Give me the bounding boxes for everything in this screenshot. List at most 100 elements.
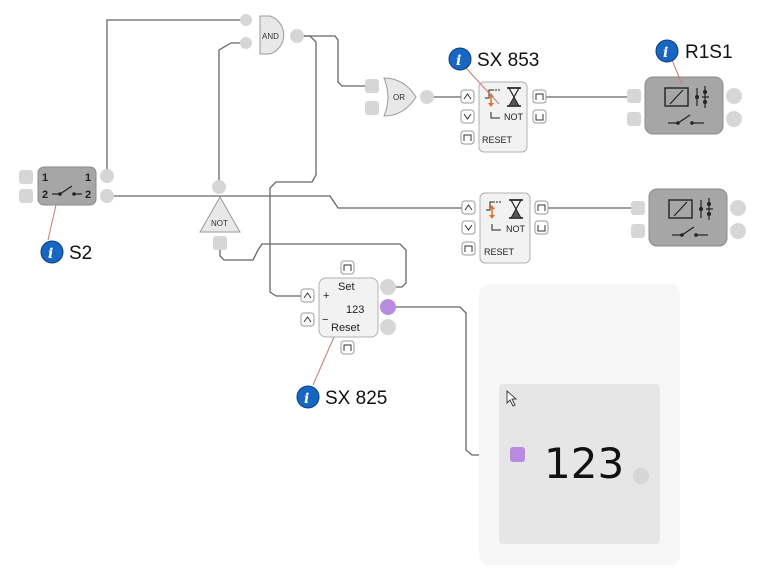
and-input-1-port[interactable] (240, 14, 252, 26)
not-input-port[interactable] (212, 180, 226, 194)
s2-output-port-1[interactable] (100, 169, 114, 183)
timer-top-in-rising-port[interactable] (460, 89, 475, 104)
relay-bottom[interactable] (631, 188, 746, 247)
counter-value: 123 (346, 304, 364, 316)
pulse-icon (535, 93, 544, 100)
counter-bottom-port[interactable] (340, 340, 355, 355)
or-gate-body[interactable] (383, 77, 417, 117)
wire-not-out-to-counter[interactable] (219, 243, 407, 288)
relay-contact-icon (668, 114, 704, 125)
relay-coil-icon (668, 198, 713, 220)
wire-not-to-and[interactable] (218, 42, 247, 187)
relay-bottom-in-port-1[interactable] (631, 201, 645, 215)
switch-s2[interactable]: 1 2 1 2 (19, 166, 114, 206)
counter-sx825[interactable]: Set + 123 − Reset (300, 260, 396, 355)
timer-bottom-out-inv-port[interactable] (534, 220, 549, 235)
timer-top-reset: RESET (482, 135, 513, 145)
info-glyph: i (48, 246, 53, 262)
timer-top-label: SX 853 (477, 50, 539, 71)
and-output-port[interactable] (290, 29, 304, 43)
falling-edge-icon (464, 224, 473, 231)
pulse-inverted-icon (535, 114, 544, 121)
counter-reset: Reset (331, 322, 360, 334)
info-icon[interactable] (655, 39, 679, 63)
counter-minus: − (322, 314, 328, 326)
timer-top-in-reset-port[interactable] (460, 130, 475, 145)
timer-bottom-in-falling-port[interactable] (461, 220, 476, 235)
or-input-2-port[interactable] (365, 101, 379, 115)
rising-edge-icon (464, 204, 473, 211)
wire-and-to-counter[interactable] (269, 35, 317, 297)
timer-top-not: NOT (504, 112, 524, 122)
counter-down-port[interactable] (300, 312, 315, 327)
counter-top-port[interactable] (340, 260, 355, 275)
s2-left-port-1[interactable] (19, 170, 33, 184)
relay-top-out-port-2[interactable] (726, 111, 742, 127)
timer-bottom-out-port[interactable] (534, 200, 549, 215)
relay-top-in-port-2[interactable] (627, 112, 641, 126)
relay-top-info[interactable]: i R1S1 (655, 39, 733, 85)
s2-left-port-2[interactable] (19, 189, 33, 203)
falling-edge-icon (463, 113, 472, 120)
timer-bottom-in-reset-port[interactable] (461, 241, 476, 256)
info-glyph: i (663, 45, 668, 61)
wire-s2-main[interactable] (107, 195, 468, 209)
relay-top-out-port-1[interactable] (726, 88, 742, 104)
not-gate[interactable]: NOT (199, 180, 241, 250)
display-screen[interactable] (499, 384, 660, 544)
display-input-port[interactable] (510, 447, 525, 462)
timer-top[interactable]: NOT RESET (460, 81, 547, 153)
display-panel[interactable]: 123 (479, 284, 680, 565)
not-output-port[interactable] (213, 236, 227, 250)
relay-coil-icon (664, 86, 709, 108)
wire-s2-to-and[interactable] (106, 19, 246, 176)
info-icon[interactable] (296, 385, 320, 409)
s2-body[interactable] (37, 166, 97, 206)
timer-bottom-in-rising-port[interactable] (461, 200, 476, 215)
s2-info[interactable]: i S2 (40, 204, 92, 264)
s2-output-port-2[interactable] (100, 189, 114, 203)
counter-set: Set (338, 281, 355, 293)
rising-edge-icon (463, 93, 472, 100)
pulse-icon (464, 245, 473, 252)
or-gate-label: OR (393, 93, 405, 102)
timer-top-in-falling-port[interactable] (460, 109, 475, 124)
and-gate[interactable]: AND (240, 14, 304, 55)
pulse-icon (537, 204, 546, 211)
relay-top-in-port-1[interactable] (627, 89, 641, 103)
counter-out-port-3[interactable] (380, 319, 396, 335)
and-input-2-port[interactable] (240, 37, 252, 49)
info-icon[interactable] (448, 47, 472, 71)
not-gate-body[interactable] (199, 195, 241, 233)
display-value: 123 (544, 439, 624, 488)
timer-bottom[interactable]: NOT RESET (461, 192, 549, 264)
s2-pin2-right: 2 (85, 189, 91, 201)
rising-edge-icon (303, 292, 312, 299)
relay-top[interactable] (627, 76, 742, 135)
timer-top-out-port[interactable] (532, 89, 547, 104)
not-gate-label: NOT (211, 219, 228, 228)
counter-body[interactable] (318, 277, 379, 338)
counter-out-port-value[interactable] (380, 299, 396, 315)
s2-pin1-left: 1 (42, 172, 48, 184)
or-input-1-port[interactable] (365, 79, 379, 93)
relay-contact-icon (672, 226, 708, 237)
wire-and-to-or[interactable] (298, 35, 372, 87)
or-output-port[interactable] (420, 90, 434, 104)
timer-top-out-inv-port[interactable] (532, 109, 547, 124)
timer-bottom-reset: RESET (484, 247, 515, 257)
timer-top-info[interactable]: i SX 853 (448, 47, 539, 105)
display-output-port[interactable] (633, 468, 649, 484)
timer-bottom-not: NOT (506, 224, 526, 234)
or-gate[interactable]: OR (365, 77, 434, 117)
relay-bottom-in-port-2[interactable] (631, 224, 645, 238)
relay-bottom-out-port-2[interactable] (730, 223, 746, 239)
counter-out-port-1[interactable] (380, 279, 396, 295)
relay-bottom-out-port-1[interactable] (730, 200, 746, 216)
info-icon[interactable] (40, 240, 64, 264)
switch-contact-icon (52, 185, 82, 196)
counter-up-port[interactable] (300, 288, 315, 303)
and-gate-body[interactable] (259, 15, 285, 55)
counter-info[interactable]: i SX 825 (296, 336, 387, 409)
